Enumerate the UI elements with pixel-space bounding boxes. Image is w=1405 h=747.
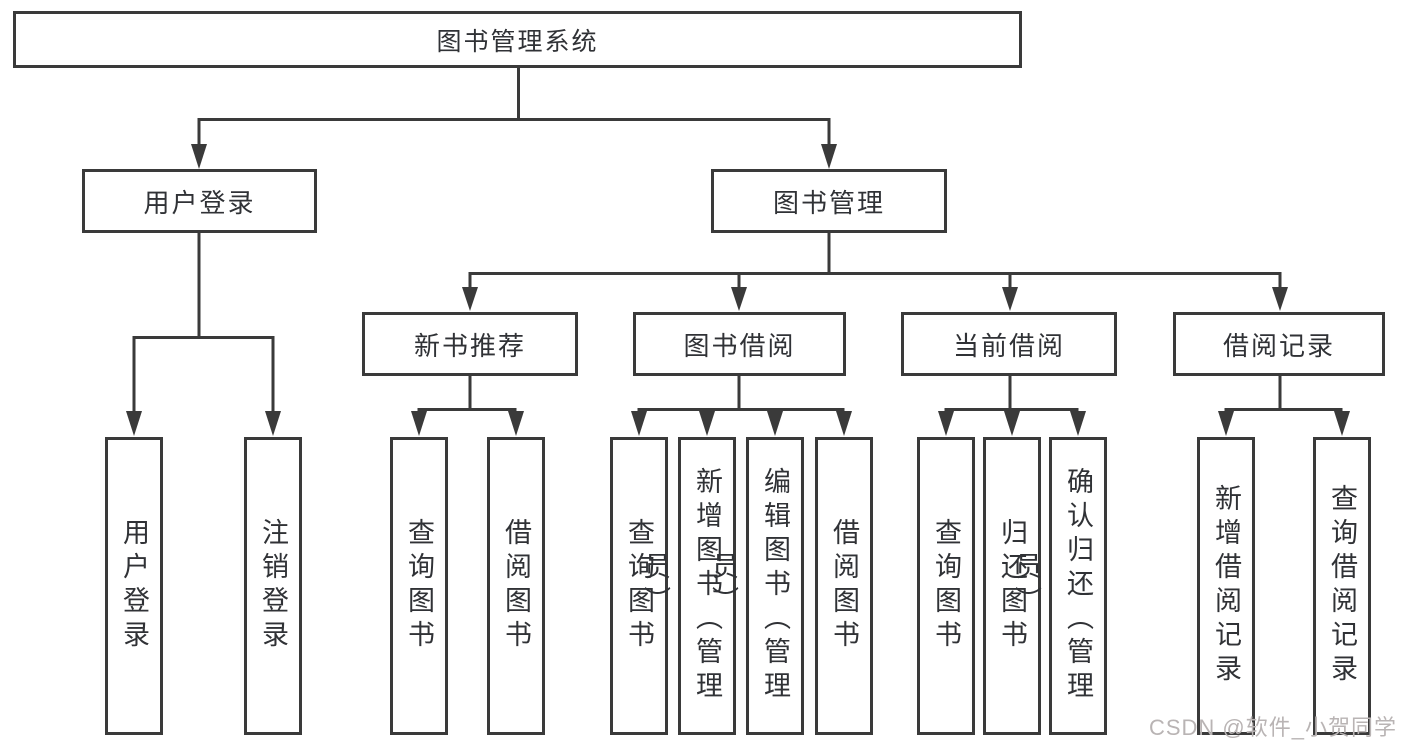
node-new-book-recommend: 新书推荐 bbox=[362, 312, 578, 376]
arrow-down-icon bbox=[1218, 411, 1234, 436]
node-book-borrow: 图书借阅 bbox=[633, 312, 846, 376]
connector-user-login-branch bbox=[126, 233, 281, 436]
arrow-down-icon bbox=[1272, 287, 1288, 311]
arrow-down-icon bbox=[731, 287, 747, 311]
connector-current-borrow-branch bbox=[938, 376, 1086, 436]
leaf-return-book: 归还图书 bbox=[983, 437, 1041, 735]
connector-book-borrow-branch bbox=[631, 376, 852, 436]
arrow-down-icon bbox=[1004, 411, 1020, 436]
leaf-query-books-recommend: 查询图书 bbox=[390, 437, 448, 735]
arrow-down-icon bbox=[631, 411, 647, 436]
arrow-down-icon bbox=[508, 411, 524, 436]
leaf-query-borrow-record: 查询借阅记录 bbox=[1313, 437, 1371, 735]
arrow-down-icon bbox=[191, 144, 207, 169]
node-root-system: 图书管理系统 bbox=[13, 11, 1022, 68]
arrow-down-icon bbox=[767, 411, 783, 436]
leaf-add-borrow-record: 新增借阅记录 bbox=[1197, 437, 1255, 735]
arrow-down-icon bbox=[1070, 411, 1086, 436]
arrow-down-icon bbox=[126, 411, 142, 436]
leaf-logout: 注销登录 bbox=[244, 437, 302, 735]
arrow-down-icon bbox=[938, 411, 954, 436]
leaf-query-books-current: 查询图书 bbox=[917, 437, 975, 735]
arrow-down-icon bbox=[1002, 287, 1018, 311]
arrow-down-icon bbox=[411, 411, 427, 436]
connector-borrow-record-branch bbox=[1218, 376, 1350, 436]
leaf-query-books-borrow: 查询图书 bbox=[610, 437, 668, 735]
arrow-down-icon bbox=[699, 411, 715, 436]
node-book-management: 图书管理 bbox=[711, 169, 947, 233]
node-borrow-records: 借阅记录 bbox=[1173, 312, 1385, 376]
node-current-borrow: 当前借阅 bbox=[901, 312, 1117, 376]
leaf-user-login: 用户登录 bbox=[105, 437, 163, 735]
leaf-borrow-books: 借阅图书 bbox=[815, 437, 873, 735]
arrow-down-icon bbox=[836, 411, 852, 436]
arrow-down-icon bbox=[265, 411, 281, 436]
arrow-down-icon bbox=[462, 287, 478, 311]
connector-new-book-branch bbox=[411, 376, 524, 436]
leaf-edit-book-admin: 编辑图书（管理员） bbox=[708, 437, 804, 735]
connector-root-to-level2 bbox=[191, 68, 837, 169]
watermark: CSDN @软件_小贺同学 bbox=[1148, 715, 1397, 740]
leaf-borrow-books-recommend: 借阅图书 bbox=[487, 437, 545, 735]
leaf-confirm-return-admin: 确认归还（管理员） bbox=[1011, 437, 1107, 735]
leaf-add-book-admin: 新增图书（管理员） bbox=[640, 437, 736, 735]
arrow-down-icon bbox=[1334, 411, 1350, 436]
connector-book-management-branch bbox=[462, 233, 1288, 311]
node-user-login: 用户登录 bbox=[82, 169, 317, 233]
arrow-down-icon bbox=[821, 144, 837, 169]
